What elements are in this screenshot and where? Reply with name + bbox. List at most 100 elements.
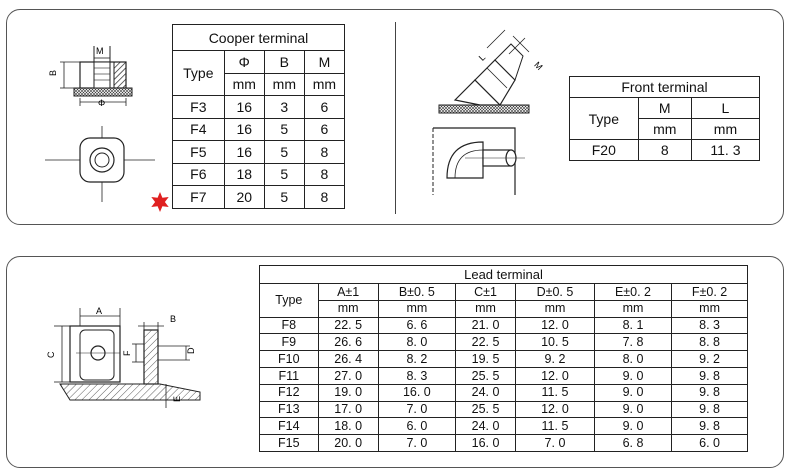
- cell: 7. 0: [377, 434, 457, 452]
- table-title: Cooper terminal: [172, 24, 345, 51]
- unit-cell: mm: [690, 118, 761, 140]
- cell: 8. 2: [377, 350, 457, 368]
- cell: 12. 0: [515, 400, 595, 419]
- cell: 8: [637, 139, 692, 161]
- lead-f-label: F: [122, 350, 132, 356]
- front-terminal-table: Front terminal Type M L mm mm F20 8 11. …: [569, 76, 761, 161]
- cell: 9. 2: [671, 350, 748, 368]
- cell: 16: [223, 140, 265, 164]
- cell: 9. 8: [671, 400, 748, 419]
- unit-cell: mm: [515, 299, 595, 318]
- cell: 25. 5: [455, 366, 517, 385]
- cell: 8: [303, 162, 346, 186]
- cell: 11. 3: [690, 139, 761, 161]
- cell: F3: [172, 95, 225, 119]
- cell: 9. 0: [593, 400, 673, 419]
- cell: F13: [259, 400, 319, 419]
- cell: F5: [172, 140, 225, 164]
- cell: 5: [263, 162, 305, 186]
- cell: 20. 0: [317, 434, 379, 452]
- unit-cell: mm: [671, 299, 748, 318]
- cell: 7. 8: [593, 333, 673, 352]
- front-terminal-diagram: L M: [432, 29, 545, 195]
- cell: 8. 0: [593, 350, 673, 368]
- lead-e-label: E: [172, 396, 182, 402]
- lead-c-label: C: [46, 351, 56, 358]
- lead-d-label: D: [186, 347, 196, 354]
- cell: 9. 0: [593, 417, 673, 436]
- front-m-label: M: [532, 60, 544, 72]
- cell: 5: [263, 117, 305, 141]
- cell: F4: [172, 117, 225, 141]
- cell: F7: [172, 185, 225, 209]
- unit-cell: mm: [637, 118, 692, 140]
- cooper-terminal-diagram: M B Φ: [45, 46, 155, 202]
- cell: 6: [303, 95, 346, 119]
- cell: 7. 0: [377, 400, 457, 419]
- col-header: C±1: [455, 283, 517, 301]
- col-header: Φ: [223, 50, 265, 74]
- cell: 6. 6: [377, 316, 457, 335]
- red-star-icon: [151, 192, 169, 212]
- cell: F8: [259, 316, 319, 335]
- cell: F12: [259, 383, 319, 402]
- cell: 6. 0: [377, 417, 457, 436]
- cell: 16: [223, 95, 265, 119]
- unit-cell: mm: [317, 299, 379, 318]
- cell: 9. 8: [671, 366, 748, 385]
- col-header: D±0. 5: [515, 283, 595, 301]
- cell: 9. 0: [593, 383, 673, 402]
- unit-cell: mm: [263, 72, 305, 96]
- cell: 18. 0: [317, 417, 379, 436]
- cell: 6. 8: [593, 434, 673, 452]
- col-header: E±0. 2: [593, 283, 673, 301]
- cell: F10: [259, 350, 319, 368]
- cell: 8. 8: [671, 333, 748, 352]
- cell: 25. 5: [455, 400, 517, 419]
- cell: 8: [303, 140, 346, 164]
- cell: F15: [259, 434, 319, 452]
- cell: 20: [223, 185, 265, 209]
- cell: 24. 0: [455, 417, 517, 436]
- cell: 8. 1: [593, 316, 673, 335]
- cell: 27. 0: [317, 366, 379, 385]
- col-header: F±0. 2: [671, 283, 748, 301]
- cooper-phi-label: Φ: [98, 98, 105, 108]
- cell: 11. 5: [515, 417, 595, 436]
- cell: 21. 0: [455, 316, 517, 335]
- cooper-m-label: M: [96, 46, 104, 56]
- cell: 8: [303, 185, 346, 209]
- lead-terminal-diagram: A C B F D E: [46, 306, 201, 408]
- col-header: A±1: [317, 283, 379, 301]
- cell: 12. 0: [515, 366, 595, 385]
- cell: 24. 0: [455, 383, 517, 402]
- cell: 10. 5: [515, 333, 595, 352]
- cell: 8. 3: [377, 366, 457, 385]
- cell: 3: [263, 95, 305, 119]
- table-title: Front terminal: [569, 76, 760, 98]
- type-header: Type: [259, 283, 319, 318]
- unit-cell: mm: [593, 299, 673, 318]
- table-title: Lead terminal: [259, 265, 748, 284]
- cooper-b-label: B: [48, 70, 58, 76]
- cell: 7. 0: [515, 434, 595, 452]
- unit-cell: mm: [455, 299, 517, 318]
- cell: 19. 5: [455, 350, 517, 368]
- cell: 26. 6: [317, 333, 379, 352]
- unit-cell: mm: [377, 299, 457, 318]
- lead-b-label: B: [170, 314, 176, 324]
- panel-divider: [395, 22, 396, 214]
- cell: 26. 4: [317, 350, 379, 368]
- cell: F20: [569, 139, 639, 161]
- cell: 18: [223, 162, 265, 186]
- cell: 12. 0: [515, 316, 595, 335]
- cell: 5: [263, 140, 305, 164]
